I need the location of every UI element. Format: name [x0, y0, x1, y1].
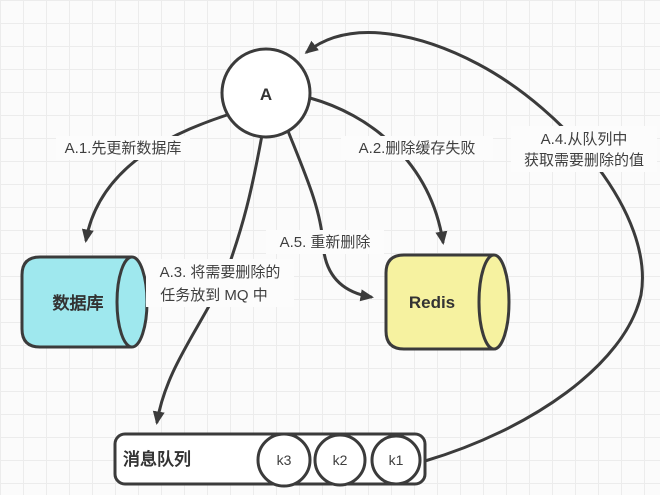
queue-item-k1-label: k1 — [389, 452, 404, 468]
edge-a5-label: A.5. 重新删除 — [280, 234, 371, 251]
database-body — [20, 255, 132, 349]
edge-a3-label-line2: 任务放到 MQ 中 — [160, 287, 268, 304]
queue-item-k1-circle — [370, 434, 422, 486]
edge-a1-label: A.1.先更新数据库 — [65, 140, 182, 157]
edge-a2-label: A.2.删除缓存失败 — [359, 140, 476, 157]
edge-a4-label-line1: A.4.从队列中 — [541, 131, 628, 148]
edge-a5-label-bg — [266, 230, 384, 254]
edge-a1-update-db-arrow — [81, 111, 235, 243]
edge-a4-label-bg — [511, 126, 657, 172]
node-a-label: A — [260, 85, 272, 104]
message-queue-label: 消息队列 — [123, 449, 191, 469]
queue-item-k2-label: k2 — [333, 452, 348, 468]
edge-a2-label-bg — [341, 136, 493, 160]
edge-a4-fetch-from-queue-arrow — [304, 31, 644, 463]
edge-a3-label-bg — [146, 259, 294, 307]
database-end-cap — [115, 255, 149, 349]
database-cylinder: 数据库 — [20, 255, 149, 349]
redis-end-cap — [477, 253, 511, 351]
redis-label: Redis — [409, 293, 455, 312]
edge-a2-delete-cache-fail-arrow — [308, 96, 448, 245]
queue-item-k2-circle — [313, 433, 367, 487]
node-a-circle — [220, 47, 312, 139]
redis-body — [384, 253, 494, 351]
database-label: 数据库 — [53, 293, 104, 313]
edge-a3-label-line1: A.3. 将需要删除的 — [160, 264, 281, 281]
edge-a1-label-bg — [56, 136, 190, 160]
edge-a4-label-line2: 获取需要删除的值 — [524, 152, 644, 169]
queue-item-k3-circle — [256, 432, 312, 488]
redis-cylinder: Redis — [384, 253, 511, 351]
queue-item-k3-label: k3 — [277, 452, 292, 468]
message-queue-box: 消息队列 k3 k2 k1 — [113, 432, 427, 488]
